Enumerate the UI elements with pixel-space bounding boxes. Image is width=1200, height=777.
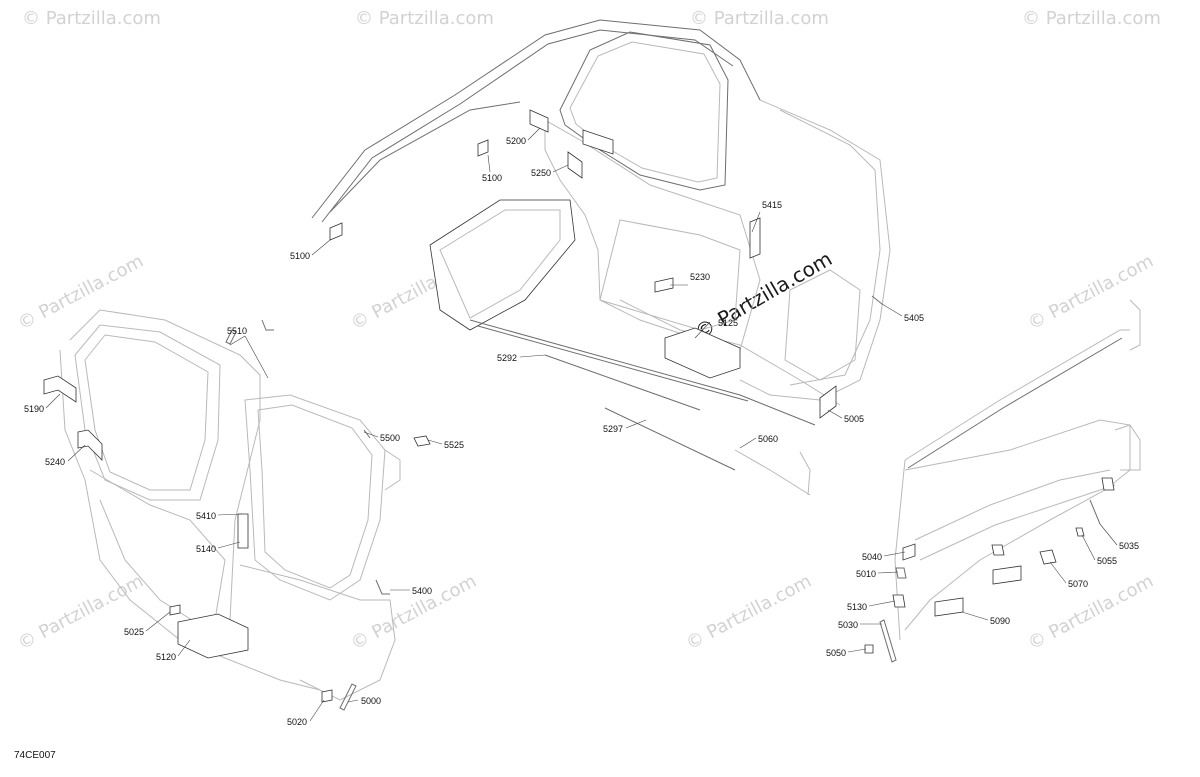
rear-door-assembly [43,309,431,711]
callout-5005: 5005 [844,414,864,424]
watermark: © Partzilla.com [690,8,829,29]
callout-5250: 5250 [531,168,551,178]
callout-5292: 5292 [497,353,517,363]
watermark-layer: © Partzilla.com © Partzilla.com © Partzi… [14,8,1160,654]
callout-5190: 5190 [24,404,44,414]
callout-5500: 5500 [380,433,400,443]
callout-5230: 5230 [690,272,710,282]
watermark: © Partzilla.com [347,571,480,655]
callout-5525: 5525 [444,440,464,450]
callout-5240: 5240 [45,457,65,467]
callout-5400: 5400 [412,586,432,596]
watermark: © Partzilla.com [355,8,494,29]
leader-lines [45,127,1118,722]
callout-5055: 5055 [1097,556,1117,566]
callout-5415: 5415 [762,200,782,210]
callout-5090: 5090 [990,616,1010,626]
watermark: © Partzilla.com [1024,251,1157,335]
diagram-code: 74CE007 [14,750,56,761]
callout-5140: 5140 [196,544,216,554]
callout-5050: 5050 [826,648,846,658]
callout-5510: 5510 [227,326,247,336]
callout-5070: 5070 [1068,579,1088,589]
watermark: © Partzilla.com [14,251,147,335]
callout-5040: 5040 [862,552,882,562]
callout-5410: 5410 [196,511,216,521]
callout-5020: 5020 [287,717,307,727]
watermark: © Partzilla.com [14,571,147,655]
callout-5010: 5010 [856,569,876,579]
callout-5297: 5297 [603,424,623,434]
callout-5000: 5000 [361,696,381,706]
callout-5125: 5125 [718,318,738,328]
callout-5130: 5130 [847,602,867,612]
front-door-assembly [311,19,891,496]
callout-5200: 5200 [506,136,526,146]
callout-5120: 5120 [156,652,176,662]
watermark: © Partzilla.com [22,8,161,29]
callout-5100: 5100 [290,251,310,261]
callout-5100: 5100 [482,173,502,183]
callout-labels: 5100 5100 5200 5250 5415 5230 5125 5405 … [24,136,1139,727]
callout-5405: 5405 [904,313,924,323]
callout-5030: 5030 [838,620,858,630]
callout-5025: 5025 [124,627,144,637]
watermark: © Partzilla.com [1024,571,1157,655]
watermark-center: © Partzilla.com [691,246,837,344]
callout-5060: 5060 [758,434,778,444]
watermark: © Partzilla.com [682,571,815,655]
callout-5035: 5035 [1119,541,1139,551]
rear-panel-assembly [864,299,1141,663]
watermark: © Partzilla.com [1022,8,1161,29]
